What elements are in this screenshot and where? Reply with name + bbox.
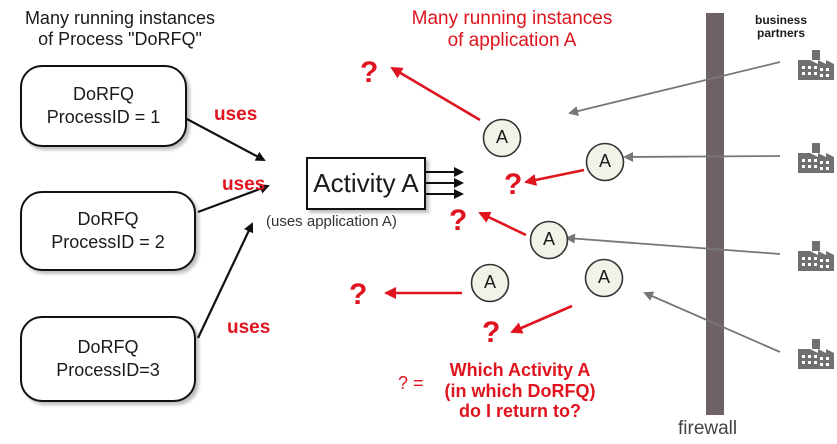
app-instance-4-label: A — [483, 272, 496, 292]
app-instance-5 — [584, 258, 624, 298]
process-box-1: DoRFQ ProcessID = 1 — [20, 65, 187, 147]
app-instance-3 — [529, 220, 569, 260]
process-2-name: DoRFQ — [77, 208, 139, 229]
legend-line3: do I return to? — [459, 401, 581, 422]
app-instance-5-label: A — [597, 267, 610, 287]
firewall-bar — [706, 13, 724, 415]
return-arrow-2 — [524, 168, 585, 186]
partners-label-line1: business — [754, 13, 808, 27]
activity-label: Activity A — [313, 168, 419, 198]
factory-icon-1 — [798, 50, 834, 80]
question-mark-1: ? — [360, 56, 379, 89]
legend-line1: Which Activity A — [449, 360, 591, 380]
process-1-name: DoRFQ — [72, 83, 134, 104]
legend-text: Which Activity A (in which DoRFQ) do I r… — [440, 360, 600, 422]
process-box-3: DoRFQ ProcessID=3 — [20, 316, 196, 402]
partner-arrow-2 — [623, 151, 781, 162]
heading-left: Many running instances of Process "DoRFQ… — [4, 8, 236, 50]
question-mark-2: ? — [504, 168, 523, 201]
uses-label-3: uses — [227, 317, 271, 338]
factory-icon-2 — [798, 143, 834, 173]
app-instance-2 — [585, 142, 625, 182]
heading-left-line1: Many running instances — [24, 8, 216, 28]
app-instance-4 — [470, 263, 510, 303]
process-box-2: DoRFQ ProcessID = 2 — [20, 191, 196, 271]
activity-caption: (uses application A) — [266, 213, 397, 230]
app-instance-3-label: A — [542, 229, 555, 249]
process-3-name: DoRFQ — [77, 336, 139, 357]
app-instance-circles — [470, 118, 625, 303]
process-3-id: ProcessID=3 — [56, 360, 160, 380]
heading-center-line1: Many running instances — [411, 8, 613, 29]
return-arrow-3 — [478, 211, 527, 237]
question-mark-5: ? — [482, 316, 501, 349]
process-2-id: ProcessID = 2 — [51, 232, 165, 252]
app-instance-1 — [482, 118, 522, 158]
factory-icon-3 — [798, 241, 834, 271]
partners-label: business partners — [740, 13, 822, 41]
question-mark-4: ? — [349, 278, 368, 311]
factory-icon-4 — [798, 339, 834, 369]
partner-arrow-4 — [643, 291, 781, 353]
partner-arrow-3 — [565, 233, 781, 255]
return-arrow-1 — [390, 66, 481, 122]
app-instance-2-label: A — [598, 151, 611, 171]
uses-arrow-2 — [197, 184, 270, 214]
partners-label-line2: partners — [756, 26, 806, 41]
legend-line2: (in which DoRFQ) — [444, 380, 596, 401]
question-mark-3: ? — [449, 204, 468, 237]
heading-left-line2: of Process "DoRFQ" — [38, 29, 202, 50]
partner-arrow-1 — [568, 61, 781, 116]
return-arrow-5 — [510, 304, 573, 334]
firewall-label: firewall — [678, 418, 738, 439]
process-1-id: ProcessID = 1 — [46, 107, 161, 127]
heading-center-line2: of application A — [447, 30, 577, 52]
uses-label-2: uses — [222, 174, 266, 195]
activity-box: Activity A — [306, 157, 426, 210]
legend-symbol: ? = — [398, 373, 424, 393]
app-instance-1-label: A — [495, 127, 508, 147]
uses-label-1: uses — [214, 104, 258, 125]
heading-center: Many running instances of application A — [392, 8, 632, 53]
uses-arrow-1 — [184, 117, 266, 161]
uses-arrow-3 — [197, 222, 254, 339]
